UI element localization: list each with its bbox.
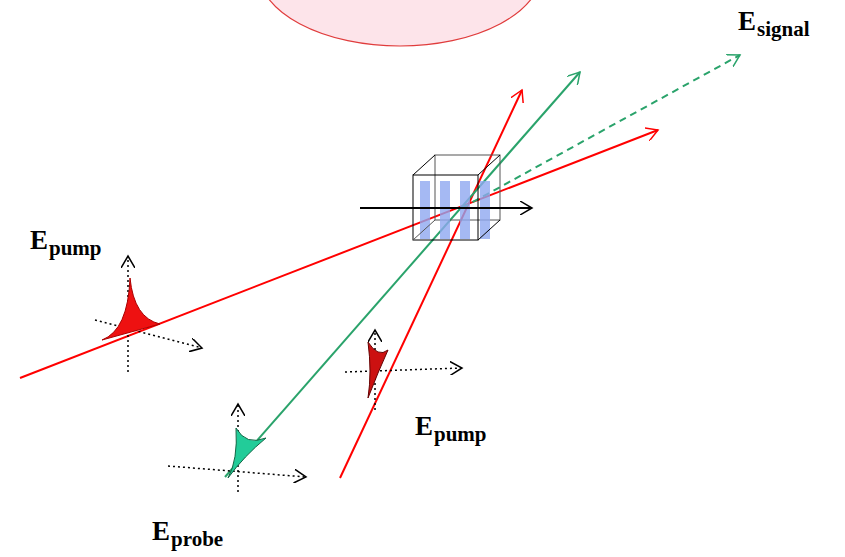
pump-beam <box>340 90 522 478</box>
pump-pulse <box>102 278 160 340</box>
field-symbol: E <box>152 518 170 545</box>
field-symbol: E <box>415 413 433 440</box>
pump-pulse <box>368 342 388 398</box>
field-subscript: signal <box>757 19 810 40</box>
grating-vector <box>360 207 532 209</box>
field-symbol: E <box>738 8 756 35</box>
pump-beam <box>20 130 658 378</box>
probe-pulse <box>228 428 266 478</box>
field-subscript: probe <box>171 529 223 550</box>
pulse-axes <box>345 330 462 410</box>
pulse-axes <box>168 404 306 492</box>
signal-beam <box>462 55 740 208</box>
field-subscript: pump <box>49 238 102 259</box>
pulse-axes <box>95 256 202 372</box>
sample-cube <box>413 155 500 240</box>
field-subscript: pump <box>434 424 487 445</box>
sample-region <box>258 0 542 46</box>
field-symbol: E <box>30 227 48 254</box>
probe-beam <box>225 72 580 477</box>
